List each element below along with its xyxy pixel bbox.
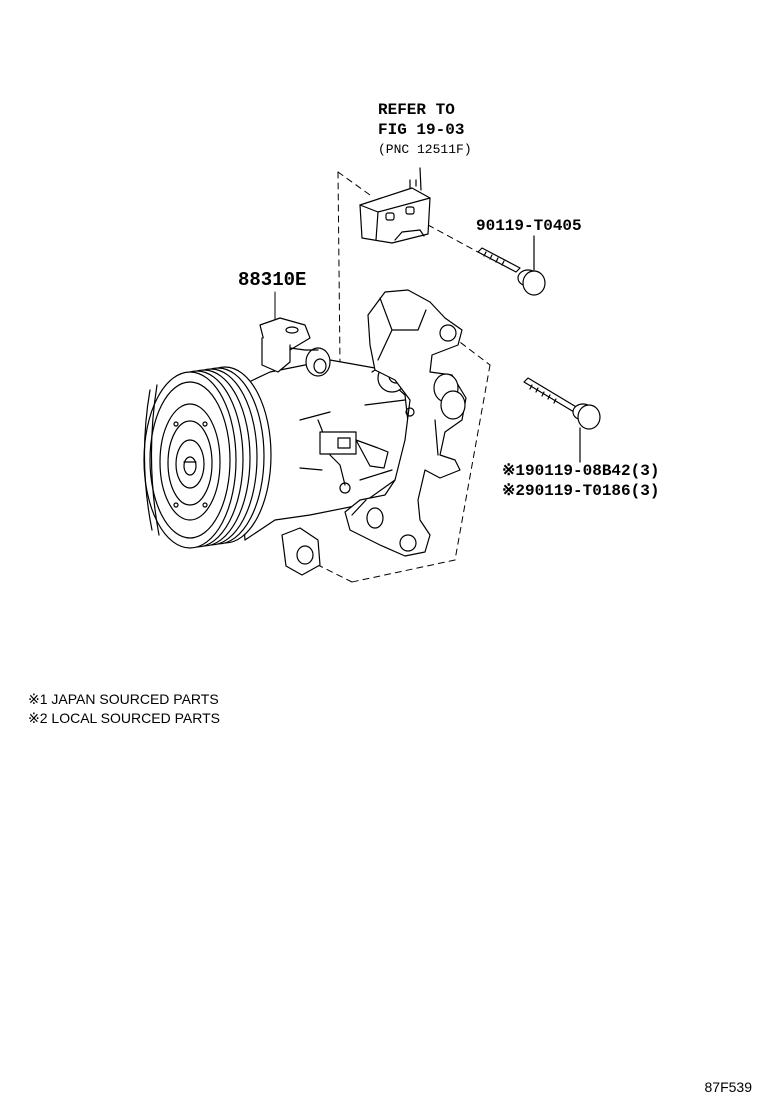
- upper-bolt: [477, 235, 546, 296]
- part-number-mount-bolt-japan[interactable]: ※190119-08B42(3): [502, 462, 660, 480]
- mount-bolt: [523, 377, 601, 463]
- compressor-body: [231, 317, 411, 541]
- part-number-compressor[interactable]: 88310E: [238, 269, 307, 291]
- note-japan-sourced: ※1 JAPAN SOURCED PARTS: [28, 691, 219, 707]
- fig-reference-label[interactable]: FIG 19-03: [378, 121, 465, 139]
- refer-to-label: REFER TO: [378, 101, 455, 119]
- compressor-pulley: [143, 366, 272, 549]
- note-local-sourced: ※2 LOCAL SOURCED PARTS: [28, 710, 220, 726]
- part-number-mount-bolt-local[interactable]: ※290119-T0186(3): [502, 482, 660, 500]
- part-number-upper-bolt[interactable]: 90119-T0405: [476, 217, 582, 235]
- illustration-code: 87F539: [704, 1079, 752, 1095]
- rear-housing-bracket: [281, 289, 467, 576]
- bracket-part: [359, 167, 431, 244]
- pnc-reference-label: (PNC 12511F): [378, 142, 472, 157]
